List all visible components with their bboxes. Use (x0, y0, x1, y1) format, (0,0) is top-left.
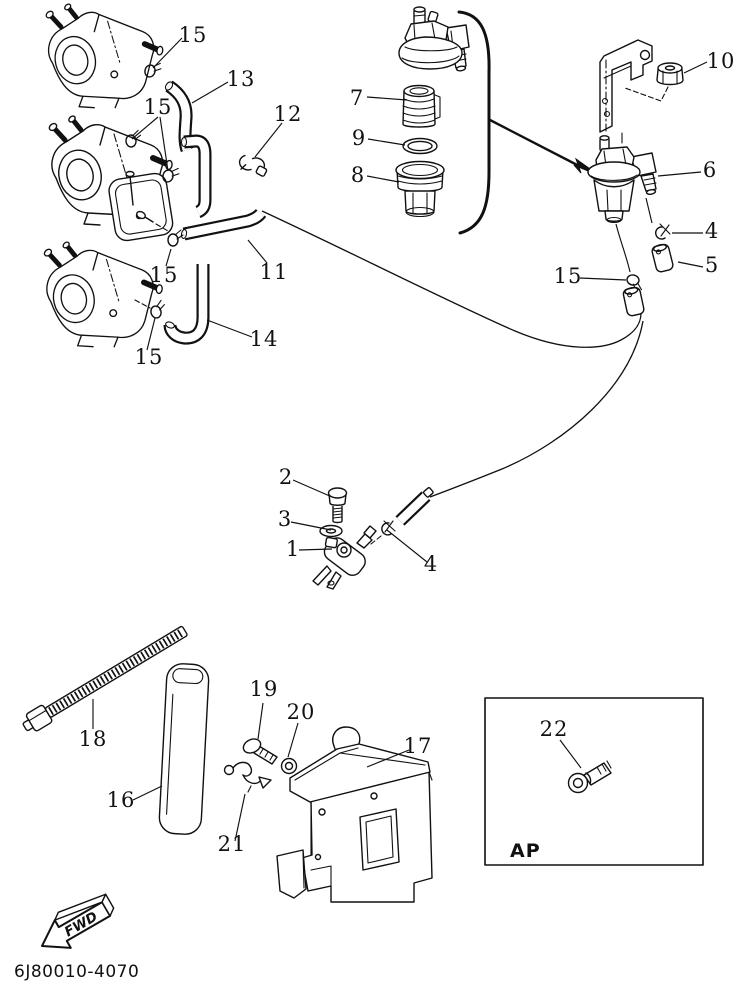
callout-leader-lines (92, 37, 708, 842)
o-ring-9 (402, 137, 438, 155)
inset-label: AP (510, 840, 541, 862)
hose-end-piece (395, 487, 434, 526)
bracket-17 (276, 726, 433, 903)
callout-13: 13 (227, 67, 256, 91)
carburetor-3 (43, 241, 163, 347)
callout-4-a: 4 (705, 219, 719, 243)
clip-4-mid (370, 520, 396, 545)
callout-6: 6 (703, 158, 717, 182)
bolt-19 (242, 738, 278, 765)
inset-box (484, 697, 704, 866)
callout-16: 16 (107, 788, 136, 812)
filter-drop-line-b (615, 223, 631, 273)
filter-cup-8 (395, 160, 445, 218)
filter-element-7 (402, 84, 441, 128)
callout-22: 22 (540, 717, 569, 741)
cable-tie-18 (22, 625, 188, 732)
clip-12 (238, 154, 268, 177)
fuel-joint-1 (312, 525, 377, 590)
callout-20: 20 (287, 700, 316, 724)
hose-11 (180, 134, 267, 241)
callout-18: 18 (79, 727, 108, 751)
callout-15-c: 15 (554, 264, 583, 288)
mounting-bracket (599, 39, 653, 144)
clamp-guide-line (134, 299, 151, 309)
callout-7: 7 (350, 86, 364, 110)
callout-17: 17 (404, 734, 433, 758)
fuel-line-upper (261, 210, 642, 348)
fitting-22 (567, 760, 612, 794)
callout-11: 11 (260, 260, 289, 284)
nut-10 (624, 62, 684, 102)
callout-1: 1 (286, 537, 300, 561)
callout-8: 8 (351, 163, 365, 187)
callout-12: 12 (274, 102, 303, 126)
hose-clamp-15-e (147, 299, 168, 320)
callout-21: 21 (218, 832, 247, 856)
float-bowl (108, 170, 174, 242)
carburetor-1 (45, 3, 163, 108)
callout-10: 10 (707, 49, 736, 73)
callout-14: 14 (250, 327, 279, 351)
clip-4-right (655, 223, 671, 240)
callout-4-b: 4 (424, 552, 438, 576)
callout-labels: 15 13 15 12 7 9 8 10 6 4 5 15 11 15 14 1… (79, 23, 736, 856)
callout-15-b: 15 (144, 95, 173, 119)
callout-2: 2 (279, 465, 293, 489)
bolt-2 (327, 487, 348, 524)
sleeve-lower (622, 286, 645, 317)
pointer-bracket (457, 10, 491, 235)
sleeve-5 (651, 243, 674, 273)
callout-15-d: 15 (150, 263, 179, 287)
hose-14 (163, 264, 210, 345)
footer-part-code: 6J80010-4070 (14, 962, 139, 982)
hose-clamp-15-d (167, 229, 184, 247)
fuel-filter-head (398, 6, 470, 72)
fwd-arrow: FWD (41, 893, 115, 949)
callout-9: 9 (352, 126, 366, 150)
tube-16 (158, 663, 210, 835)
fuel-line-lower (429, 320, 644, 498)
callout-15-e: 15 (135, 345, 164, 369)
wire-clamp-21 (223, 761, 272, 793)
pointer-arrow (488, 118, 601, 177)
callout-15-a: 15 (179, 23, 208, 47)
callout-19: 19 (250, 677, 279, 701)
callout-3: 3 (278, 507, 292, 531)
washer-3 (319, 524, 343, 538)
callout-5: 5 (705, 253, 719, 277)
filter-drop-line-a (645, 197, 653, 224)
fuel-filter-6 (587, 135, 657, 224)
washer-20 (280, 757, 298, 775)
